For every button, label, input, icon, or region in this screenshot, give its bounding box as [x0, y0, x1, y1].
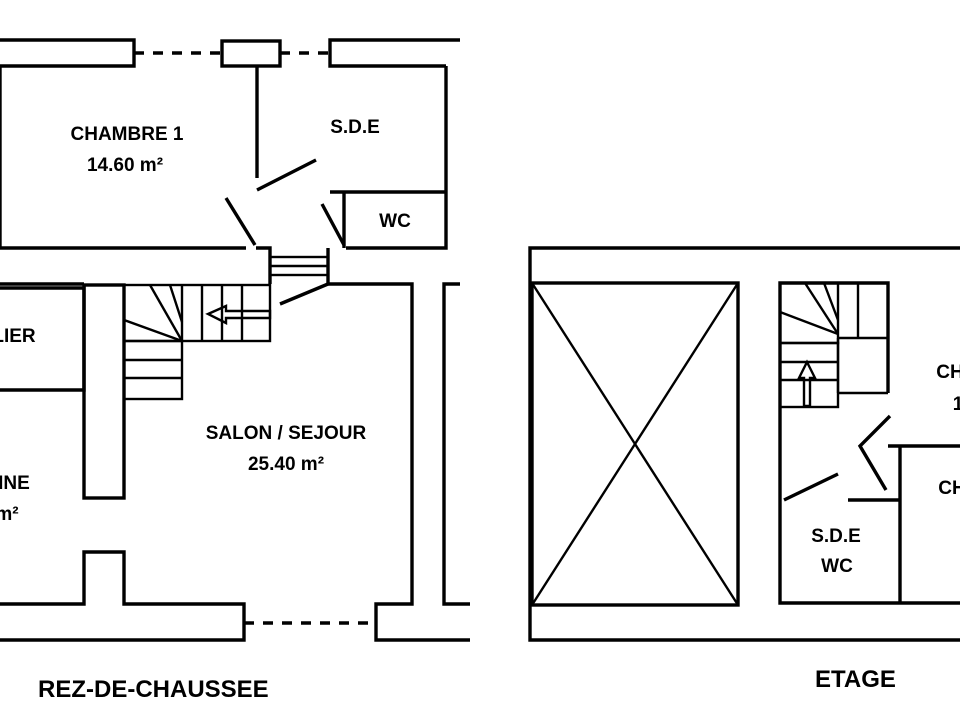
cuisine-label: INE — [0, 473, 30, 494]
partition-wall — [82, 283, 126, 500]
exterior-wall-top-left — [0, 38, 136, 68]
wc-door — [320, 203, 346, 246]
exterior-wall-bottom — [0, 550, 246, 642]
upper-room-b-label: CH — [938, 478, 960, 499]
cuisine-area: m² — [0, 504, 19, 525]
salon-wall-top — [326, 248, 470, 642]
sde-door — [256, 158, 317, 192]
upper-stair-arrow — [797, 359, 817, 408]
salon-label: SALON / SEJOUR — [206, 423, 367, 444]
stair-direction-arrow — [205, 304, 272, 325]
ground-floor-plan: CHAMBRE 1 14.60 m² S.D.E WC LIER INE m² … — [0, 38, 470, 703]
upper-room-a-label: CH — [936, 362, 960, 383]
wc-label: WC — [379, 211, 411, 232]
atelier-label: LIER — [0, 326, 36, 347]
chambre1-label: CHAMBRE 1 — [71, 124, 184, 145]
exterior-wall-right — [442, 282, 470, 606]
salon-door — [279, 282, 329, 306]
upper-sde-label: S.D.E — [811, 526, 861, 547]
sde-label: S.D.E — [330, 117, 380, 138]
exterior-wall-top-right — [328, 38, 460, 68]
upper-room-a-area: 1 — [953, 394, 960, 415]
upper-wc-label: WC — [821, 556, 853, 577]
atelier-wall — [0, 286, 86, 392]
void-area — [530, 281, 740, 607]
window-frame — [220, 39, 282, 68]
ground-floor-title: REZ-DE-CHAUSSEE — [38, 676, 269, 703]
upper-floor-title: ETAGE — [815, 666, 896, 693]
sde-wall-right — [346, 66, 448, 250]
upper-staircase — [778, 281, 888, 409]
upper-inner-wall — [778, 281, 960, 605]
upper-exterior-wall — [528, 246, 960, 642]
chambre1-wall — [0, 66, 246, 250]
chambre1-area: 14.60 m² — [87, 155, 163, 176]
salon-area: 25.40 m² — [248, 454, 324, 475]
upper-sde-door — [783, 472, 839, 502]
upper-floor-plan: S.D.E WC CH 1 CH ETAGE — [528, 246, 960, 693]
void-cross-2 — [530, 282, 740, 606]
corridor-wall-left — [256, 246, 272, 284]
upper-door-chambre — [857, 414, 892, 491]
staircase — [122, 283, 272, 401]
chambre1-door — [224, 197, 257, 246]
